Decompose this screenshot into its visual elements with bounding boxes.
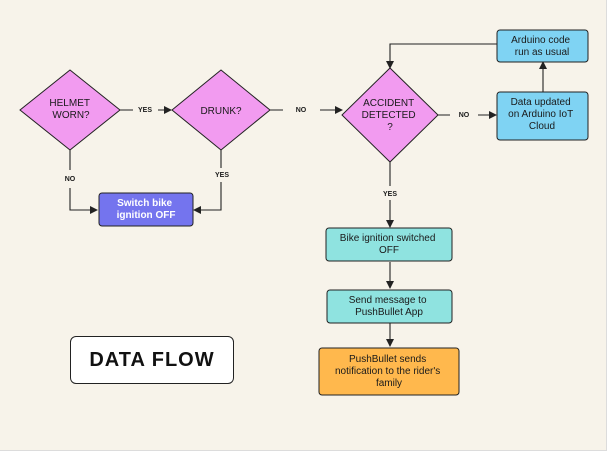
box-pushbullet-shape [318,347,460,396]
edge-label-helmet-no: NO [65,176,76,183]
edge-helmet-to-switch [69,150,97,210]
box-data-updated-label: Data updated on Arduino IoT Cloud [508,97,576,132]
box-arduino-code: Arduino code run as usual [496,29,589,63]
box-send-message: Send message to PushBullet App [326,289,453,324]
edge-arduino-code-to-accident [386,43,497,69]
flowchart: YES NO NO NO YES YES HELMET WORN? DRUNK?… [19,29,589,396]
box-switch-off-label: Switch bike ignition OFF [117,198,176,221]
box-data-updated-shape [496,91,589,141]
box-arduino-code-label: Arduino code run as usual [511,35,573,58]
box-bike-ignition-shape [325,227,453,262]
decision-drunk-shape [171,69,271,151]
edges [69,43,547,347]
diagram-title: DATA FLOW [70,336,234,384]
edge-label-accident-yes: YES [383,191,397,198]
edge-label-drunk-no: NO [296,107,307,114]
box-send-message-label: Send message to PushBullet App [349,295,430,318]
box-bike-ignition: Bike ignition switched OFF [325,227,453,262]
decision-drunk-label: DRUNK? [200,106,242,117]
decision-helmet: HELMET WORN? [19,69,121,151]
decision-drunk: DRUNK? [171,69,271,151]
decision-accident: ACCIDENT DETECTED ? [341,67,439,163]
decision-helmet-shape [19,69,121,151]
decision-accident-label: ACCIDENT DETECTED ? [362,98,419,133]
edge-labels: YES NO NO NO YES YES [65,107,470,198]
edge-label-accident-no: NO [459,112,470,119]
box-send-message-shape [326,289,453,324]
edge-label-helmet-yes: YES [138,107,152,114]
box-pushbullet: PushBullet sends notification to the rid… [318,347,460,396]
box-data-updated: Data updated on Arduino IoT Cloud [496,91,589,141]
edge-drunk-to-switch [194,150,222,210]
box-bike-ignition-label: Bike ignition switched OFF [340,233,438,256]
box-arduino-code-shape [496,29,589,63]
box-switch-off: Switch bike ignition OFF [98,192,194,227]
box-switch-off-shape [98,192,194,227]
decision-helmet-label: HELMET WORN? [49,98,92,121]
box-pushbullet-label: PushBullet sends notification to the rid… [335,354,443,389]
decision-accident-shape [341,67,439,163]
edge-label-drunk-yes: YES [215,172,229,179]
